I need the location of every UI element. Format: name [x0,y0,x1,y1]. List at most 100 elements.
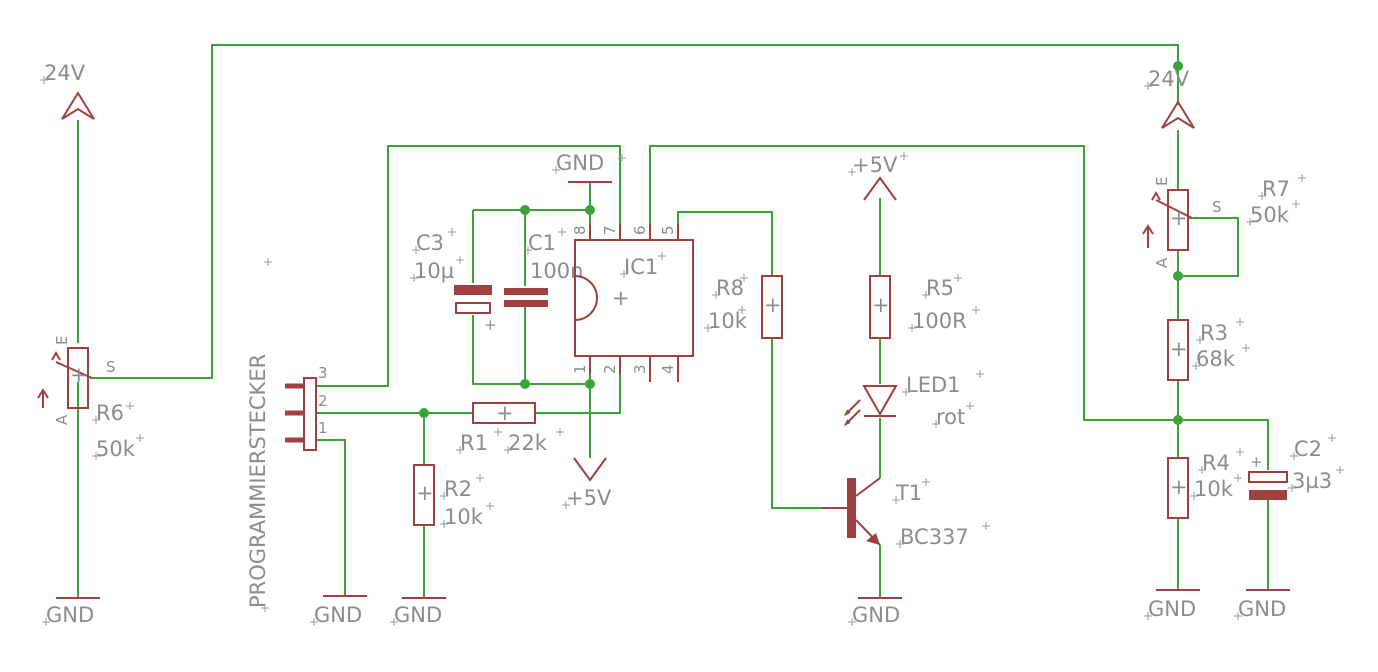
t1-name-label: T1 [895,481,922,505]
origin-cross-marker [1258,192,1266,200]
ic1-center-mark: + [612,286,630,310]
gnd-c2: GND [1238,589,1290,621]
r8-value-label: 10k [708,309,748,333]
origin-cross-marker [712,291,720,299]
origin-cross-marker [412,246,420,254]
led-led1: LED1 rot [843,373,965,429]
r1-name-label: R1 [460,431,488,455]
origin-cross-marker [972,306,980,314]
junction-ic-pin8 [585,205,595,215]
supply-5v-ic-label: +5V [566,486,612,510]
r4-center-mark: + [1170,475,1188,499]
origin-cross-marker [1192,362,1200,370]
ic1-pin5-label: 5 [659,225,677,235]
junctions [419,61,1183,425]
ic1-pin2-label: 2 [601,364,619,374]
r6-center-mark: + [70,363,88,387]
wire-conn-pin2-r1-ic-pin2 [316,374,621,414]
junction-r7-wiper [1173,271,1183,281]
origin-cross-marker [902,388,910,396]
origin-cross-marker [440,492,448,500]
r7-value-label: 50k [1250,203,1290,227]
connector-pin1-label: 1 [318,419,328,437]
ic1-pin1-label: 1 [571,364,589,374]
r6-pin-s-label: S [106,358,116,376]
r7-pin-a-label: A [1153,257,1171,268]
origin-cross-marker [738,306,746,314]
origin-cross-marker [310,618,318,626]
resistor-r2: + R2 10k [413,464,484,529]
origin-cross-marker [261,604,269,612]
origin-cross-marker [1234,474,1242,482]
gnd-connector-label: GND [314,603,362,627]
ic1-pin7-label: 7 [601,225,619,235]
r8-center-mark: + [764,293,782,317]
origin-cross-marker [704,324,712,332]
capacitor-c1: C1 100n [504,231,583,307]
potentiometer-r7: + A E S R7 50k [1142,177,1290,268]
gnd-r4-label: GND [1148,597,1196,621]
origin-cross-marker [1328,434,1336,442]
junction-caps-top [520,205,530,215]
origin-cross-marker [1198,466,1206,474]
c2-value-label: 3µ3 [1292,469,1332,493]
origin-cross-marker [1242,344,1250,352]
r4-name-label: R4 [1202,451,1230,475]
origin-cross-marker [1196,336,1204,344]
ic1-pin8-label: 8 [571,225,589,235]
resistor-r3: + R3 68k [1167,319,1236,381]
gnd-ic: GND [556,151,612,183]
r1-value-label: 22k [508,431,548,455]
junction-24v-right [1173,61,1183,71]
wire-c2 [1178,419,1269,590]
gnd-r6: GND [46,597,100,627]
gnd-t1: GND [852,597,902,627]
wire-ic-pin5-r8-t1 [677,211,822,509]
origin-cross-marker [892,496,900,504]
r4-value-label: 10k [1194,477,1234,501]
origin-cross-marker [1288,484,1296,492]
connector-pin3-label: 3 [318,364,328,382]
gnd-r6-label: GND [46,603,94,627]
capacitor-c3: + C3 10µ [414,231,497,334]
origin-cross-marker [976,370,984,378]
wire-decoupling-caps [472,209,590,385]
ic1-pin4-label: 4 [659,364,677,374]
potentiometer-r6-arrow-icon [37,388,49,408]
r3-name-label: R3 [1200,321,1228,345]
resistor-r8: + R8 10k [708,275,783,339]
origin-cross-marker [440,520,448,528]
origin-cross-marker [92,452,100,460]
ic1-pin6-label: 6 [631,225,649,235]
origin-cross-marker [552,166,560,174]
origin-cross-marker [390,618,398,626]
origin-cross-marker [126,402,134,410]
supply-24v-left: 24V [44,61,95,120]
origin-cross-marker [476,474,484,482]
gnd-connector: GND [314,595,367,627]
origin-cross-marker [954,274,962,282]
origin-cross-marker [1234,612,1242,620]
led1-name-label: LED1 [906,373,961,397]
origin-cross-marker [486,502,494,510]
r2-value-label: 10k [444,505,484,529]
gnd-ic-label: GND [556,151,604,175]
origin-cross-marker [92,416,100,424]
origin-cross-marker [456,256,464,264]
origin-cross-marker [1144,612,1152,620]
origin-cross-marker [932,420,940,428]
r3-center-mark: + [1170,337,1188,361]
power-symbols: 24V 24V +5V +5V GND GND GND GND [44,61,1290,627]
junction-divider-mid [1173,415,1183,425]
c1-name-label: C1 [528,231,556,255]
origin-cross-marker [1190,492,1198,500]
r6-value-label: 50k [96,437,136,461]
origin-cross-marker [1144,82,1152,90]
connector-programmierstecker: 3 2 1 PROGRAMMIERSTECKER [246,354,328,608]
origin-cross-marker [922,478,930,486]
origin-cross-marker [896,540,904,548]
origin-cross-marker [136,434,144,442]
resistor-r5: + R5 100R [869,275,967,339]
supply-24v-right: 24V [1148,67,1195,129]
r2-center-mark: + [416,481,434,505]
